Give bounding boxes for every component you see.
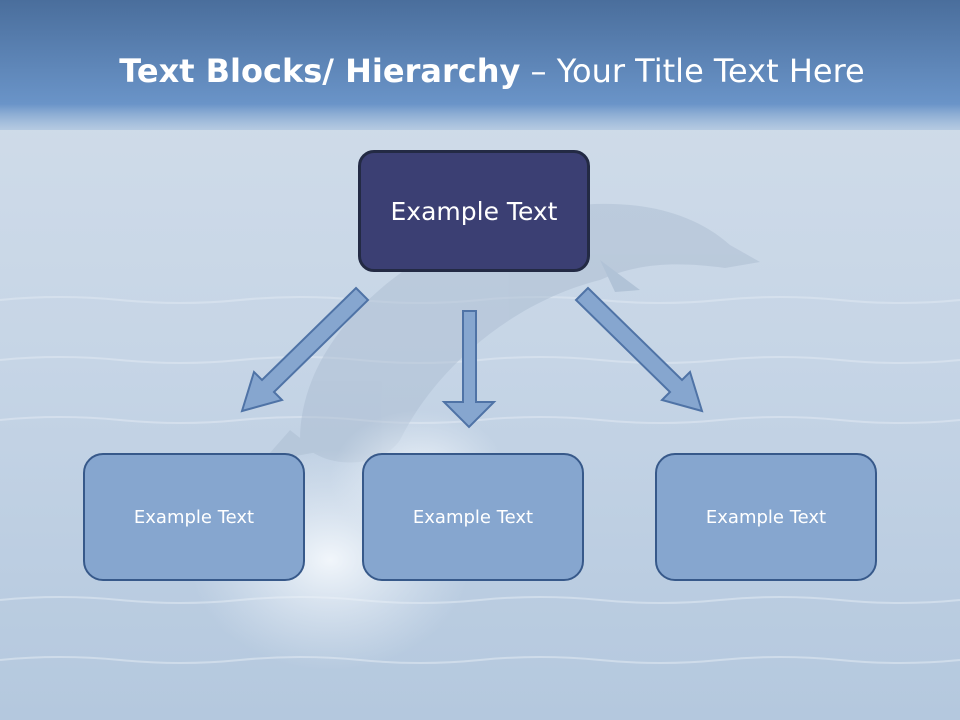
arrow-right: [574, 286, 704, 413]
child-text-block-2[interactable]: Example Text: [362, 453, 584, 581]
title-normal-part: Your Title Text Here: [556, 52, 865, 90]
root-text-block[interactable]: Example Text: [358, 150, 590, 272]
arrow-center: [441, 310, 497, 429]
child-text-block-1[interactable]: Example Text: [83, 453, 305, 581]
title-bold-part: Text Blocks/ Hierarchy: [119, 52, 521, 90]
child-text-block-3[interactable]: Example Text: [655, 453, 877, 581]
arrow-left: [240, 286, 370, 413]
title-separator: –: [520, 52, 557, 90]
slide-title: Text Blocks/ Hierarchy – Your Title Text…: [0, 52, 960, 90]
title-band: [0, 0, 960, 130]
